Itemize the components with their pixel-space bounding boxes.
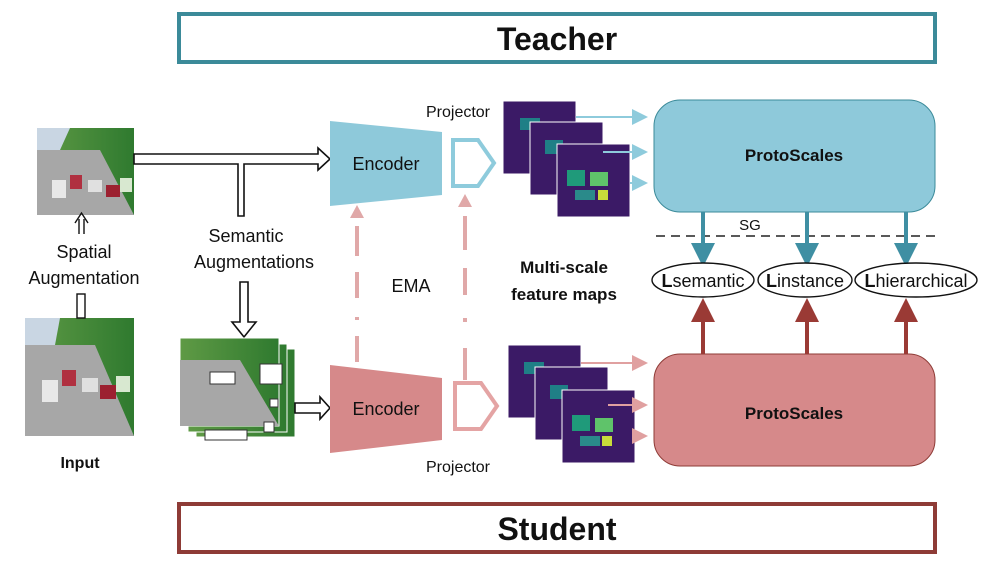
teacher-feature-maps	[502, 100, 631, 218]
student-footer: Student	[177, 502, 937, 554]
student-encoder: Encoder	[330, 365, 442, 453]
ema-label: EMA	[391, 276, 430, 296]
sg-label: SG	[739, 217, 761, 234]
semantic-label-line2: Augmentations	[194, 252, 314, 272]
student-protoscales: ProtoScales	[653, 353, 936, 467]
loss-instance-suffix: instance	[777, 271, 844, 291]
teacher-header: Teacher	[177, 12, 937, 64]
augmented-road-image-top	[37, 128, 134, 215]
teacher-header-box	[177, 12, 937, 64]
teacher-encoder-label: Encoder	[352, 154, 419, 174]
svg-text:Lhierarchical: Lhierarchical	[864, 271, 967, 291]
original-road-image	[25, 318, 134, 436]
spatial-label-line1: Spatial	[56, 242, 111, 262]
teacher-map-arrows	[576, 109, 648, 191]
teacher-projector: Projector	[426, 104, 497, 188]
svg-text:Lsemantic: Lsemantic	[661, 271, 744, 291]
loss-instance: Linstance	[757, 262, 853, 298]
teacher-encoder: Encoder	[330, 121, 442, 206]
student-loss-arrows	[691, 298, 918, 354]
student-projector-label: Projector	[426, 459, 491, 476]
hollow-t-arrow	[133, 146, 332, 217]
hollow-down-arrow	[230, 281, 258, 339]
student-footer-box	[177, 502, 937, 554]
spatial-label-line2: Augmentation	[28, 268, 139, 288]
student-encoder-label: Encoder	[352, 399, 419, 419]
student-projector: Projector	[426, 381, 500, 476]
student-feature-maps	[507, 344, 636, 464]
loss-hierarchical: Lhierarchical	[854, 262, 978, 298]
loss-semantic-suffix: semantic	[672, 271, 744, 291]
svg-text:Linstance: Linstance	[766, 271, 844, 291]
teacher-protoscales: ProtoScales	[653, 99, 936, 213]
loss-instance-prefix: L	[766, 271, 777, 291]
student-map-arrows	[581, 355, 648, 444]
semantic-label-line1: Semantic	[208, 226, 283, 246]
ema-arrowhead-projector	[458, 194, 472, 207]
input-label: Input	[60, 455, 100, 472]
teacher-title: Teacher	[497, 21, 617, 57]
ema-arrowhead-encoder	[350, 205, 364, 218]
loss-semantic: Lsemantic	[651, 262, 755, 298]
teacher-projector-label: Projector	[426, 104, 491, 121]
teacher-loss-arrows	[691, 212, 918, 267]
loss-semantic-prefix: L	[661, 271, 672, 291]
loss-hierarchical-prefix: L	[864, 271, 875, 291]
feature-maps-label-line2: feature maps	[511, 285, 617, 304]
spatial-connector-bar	[76, 293, 86, 319]
teacher-protoscales-label: ProtoScales	[745, 146, 843, 165]
semantic-augmented-images	[179, 337, 296, 441]
student-protoscales-label: ProtoScales	[745, 404, 843, 423]
feature-maps-label-line1: Multi-scale	[520, 258, 608, 277]
spatial-up-arrow	[74, 211, 89, 234]
loss-hierarchical-suffix: hierarchical	[875, 271, 967, 291]
student-title: Student	[497, 511, 616, 547]
hollow-right-arrow-student	[294, 394, 332, 422]
